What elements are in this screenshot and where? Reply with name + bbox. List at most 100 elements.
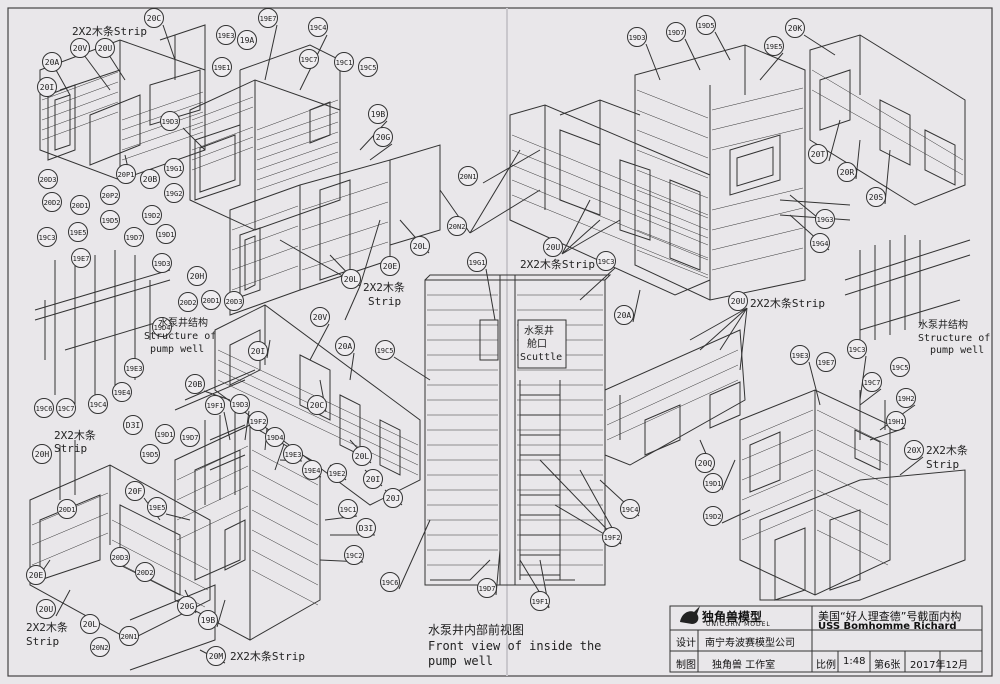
room-20-right-middle [604, 329, 746, 466]
callout-0: 20C [144, 8, 164, 28]
callout-74: 20U [36, 599, 56, 619]
callout-66: 19E5 [147, 497, 167, 517]
callout-14: 20G [373, 127, 393, 147]
callout-12: 20I [37, 77, 57, 97]
callout-68: D3I [356, 518, 376, 538]
title-block [669, 605, 983, 673]
callout-103: 20U [728, 291, 748, 311]
strip-label-right-bottom-en: Strip [926, 458, 960, 471]
callout-43: 19E3 [124, 358, 144, 378]
callout-88: 19C4 [620, 499, 640, 519]
callout-18: 20P1 [116, 164, 136, 184]
scale-value: 1:48 [843, 656, 866, 667]
callout-44: 19E4 [112, 382, 132, 402]
strip-label-mid: 2X2木条 [363, 281, 405, 294]
callout-72: 20E [26, 565, 46, 585]
callout-59: 19E4 [302, 460, 322, 480]
callout-80: 20M [206, 646, 226, 666]
brand-name-en: UNICORN MODEL [706, 621, 771, 628]
callout-96: 19E5 [764, 36, 784, 56]
ship-title-en: USS Bomhomme Richard [818, 621, 957, 632]
callout-55: 19D7 [180, 427, 200, 447]
callout-3: 19E3 [216, 25, 236, 45]
callout-20: 20B [140, 169, 160, 189]
callout-36: 20D2 [178, 292, 198, 312]
strip-label-right-bottom: 2X2木条 [926, 444, 968, 457]
front-view-title-en2: pump well [428, 654, 494, 668]
callout-73: 19C2 [344, 545, 364, 565]
pump-structure-right-en2: pump well [930, 345, 985, 356]
callout-42: 20A [335, 336, 355, 356]
callout-111: 20Q [695, 453, 715, 473]
brand-name-cn: 独角兽模型 [702, 610, 763, 624]
callout-47: 19D3 [230, 394, 250, 414]
callout-109: 19H2 [896, 388, 916, 408]
callout-86: 20U [543, 237, 563, 257]
strip-label-bottom-left-en: Strip [26, 635, 60, 648]
callout-31: 19D3 [152, 253, 172, 273]
callout-105: 19E7 [816, 352, 836, 372]
callout-64: 20H [32, 444, 52, 464]
callout-28: 19E5 [68, 222, 88, 242]
callout-9: 20V [70, 38, 90, 58]
design-value: 南宁寿波赛模型公司 [705, 638, 795, 649]
callout-40: 19D4 [152, 317, 172, 337]
scuttle-label-en: Scuttle [520, 352, 563, 363]
callout-2: 19C4 [308, 17, 328, 37]
callout-113: 19D1 [703, 473, 723, 493]
callout-81: 19G1 [467, 252, 487, 272]
callout-26: 19D1 [156, 224, 176, 244]
callout-21: 20D3 [38, 169, 58, 189]
callout-51: 19C4 [88, 394, 108, 414]
callout-25: 19D2 [142, 205, 162, 225]
callout-24: 19D5 [100, 210, 120, 230]
callout-61: 20L [352, 446, 372, 466]
strip-label-right: 2X2木条Strip [750, 297, 825, 310]
callout-38: 20D3 [224, 291, 244, 311]
callout-4: 19A [237, 30, 257, 50]
callout-104: 19E3 [790, 345, 810, 365]
front-view-title-en1: Front view of inside the [428, 639, 602, 653]
strip-label-bottom: 2X2木条Strip [230, 650, 305, 663]
callout-78: 20N1 [119, 626, 139, 646]
callout-101: 19G3 [815, 209, 835, 229]
callout-110: 19H1 [886, 411, 906, 431]
callout-70: 20D3 [110, 547, 130, 567]
room-19-upper [189, 79, 341, 231]
strip-label-bottom-left: 2X2木条 [26, 621, 68, 634]
callout-90: 19C6 [380, 572, 400, 592]
callout-94: 19D7 [666, 22, 686, 42]
callout-46: 19F1 [205, 395, 225, 415]
callout-108: 19C7 [862, 372, 882, 392]
callout-71: 20D2 [135, 562, 155, 582]
callout-19: 20P2 [100, 185, 120, 205]
callout-27: 19C3 [37, 227, 57, 247]
callout-97: 20K [785, 18, 805, 38]
callout-56: 19D4 [265, 427, 285, 447]
callout-85: 20N2 [447, 216, 467, 236]
callout-17: 19G2 [164, 183, 184, 203]
callout-23: 20D2 [42, 192, 62, 212]
drawing-date: 2017年12月 [910, 660, 969, 671]
callout-92: 19F1 [530, 591, 550, 611]
pump-structure-left-en2: pump well [150, 344, 205, 355]
callout-91: 19D7 [477, 578, 497, 598]
callout-10: 20U [95, 38, 115, 58]
callout-1: 19E7 [258, 8, 278, 28]
callout-89: 19F2 [602, 527, 622, 547]
sheet-number: 第6张 [874, 660, 901, 671]
callout-99: 20R [837, 162, 857, 182]
callout-13: 19B [368, 104, 388, 124]
callout-93: 19D3 [627, 27, 647, 47]
front-view-title-cn: 水泵井内部前视图 [428, 623, 525, 637]
callout-58: 19E3 [283, 444, 303, 464]
strip-label-mid-en: Strip [368, 295, 402, 308]
callout-77: 20L [80, 614, 100, 634]
callout-106: 19C3 [847, 339, 867, 359]
design-label: 设计 [676, 638, 696, 649]
pump-structure-right-en1: Structure of [918, 333, 991, 344]
scale-label: 比例 [816, 660, 836, 671]
callout-53: 19F2 [248, 411, 268, 431]
callout-114: 19D2 [703, 506, 723, 526]
